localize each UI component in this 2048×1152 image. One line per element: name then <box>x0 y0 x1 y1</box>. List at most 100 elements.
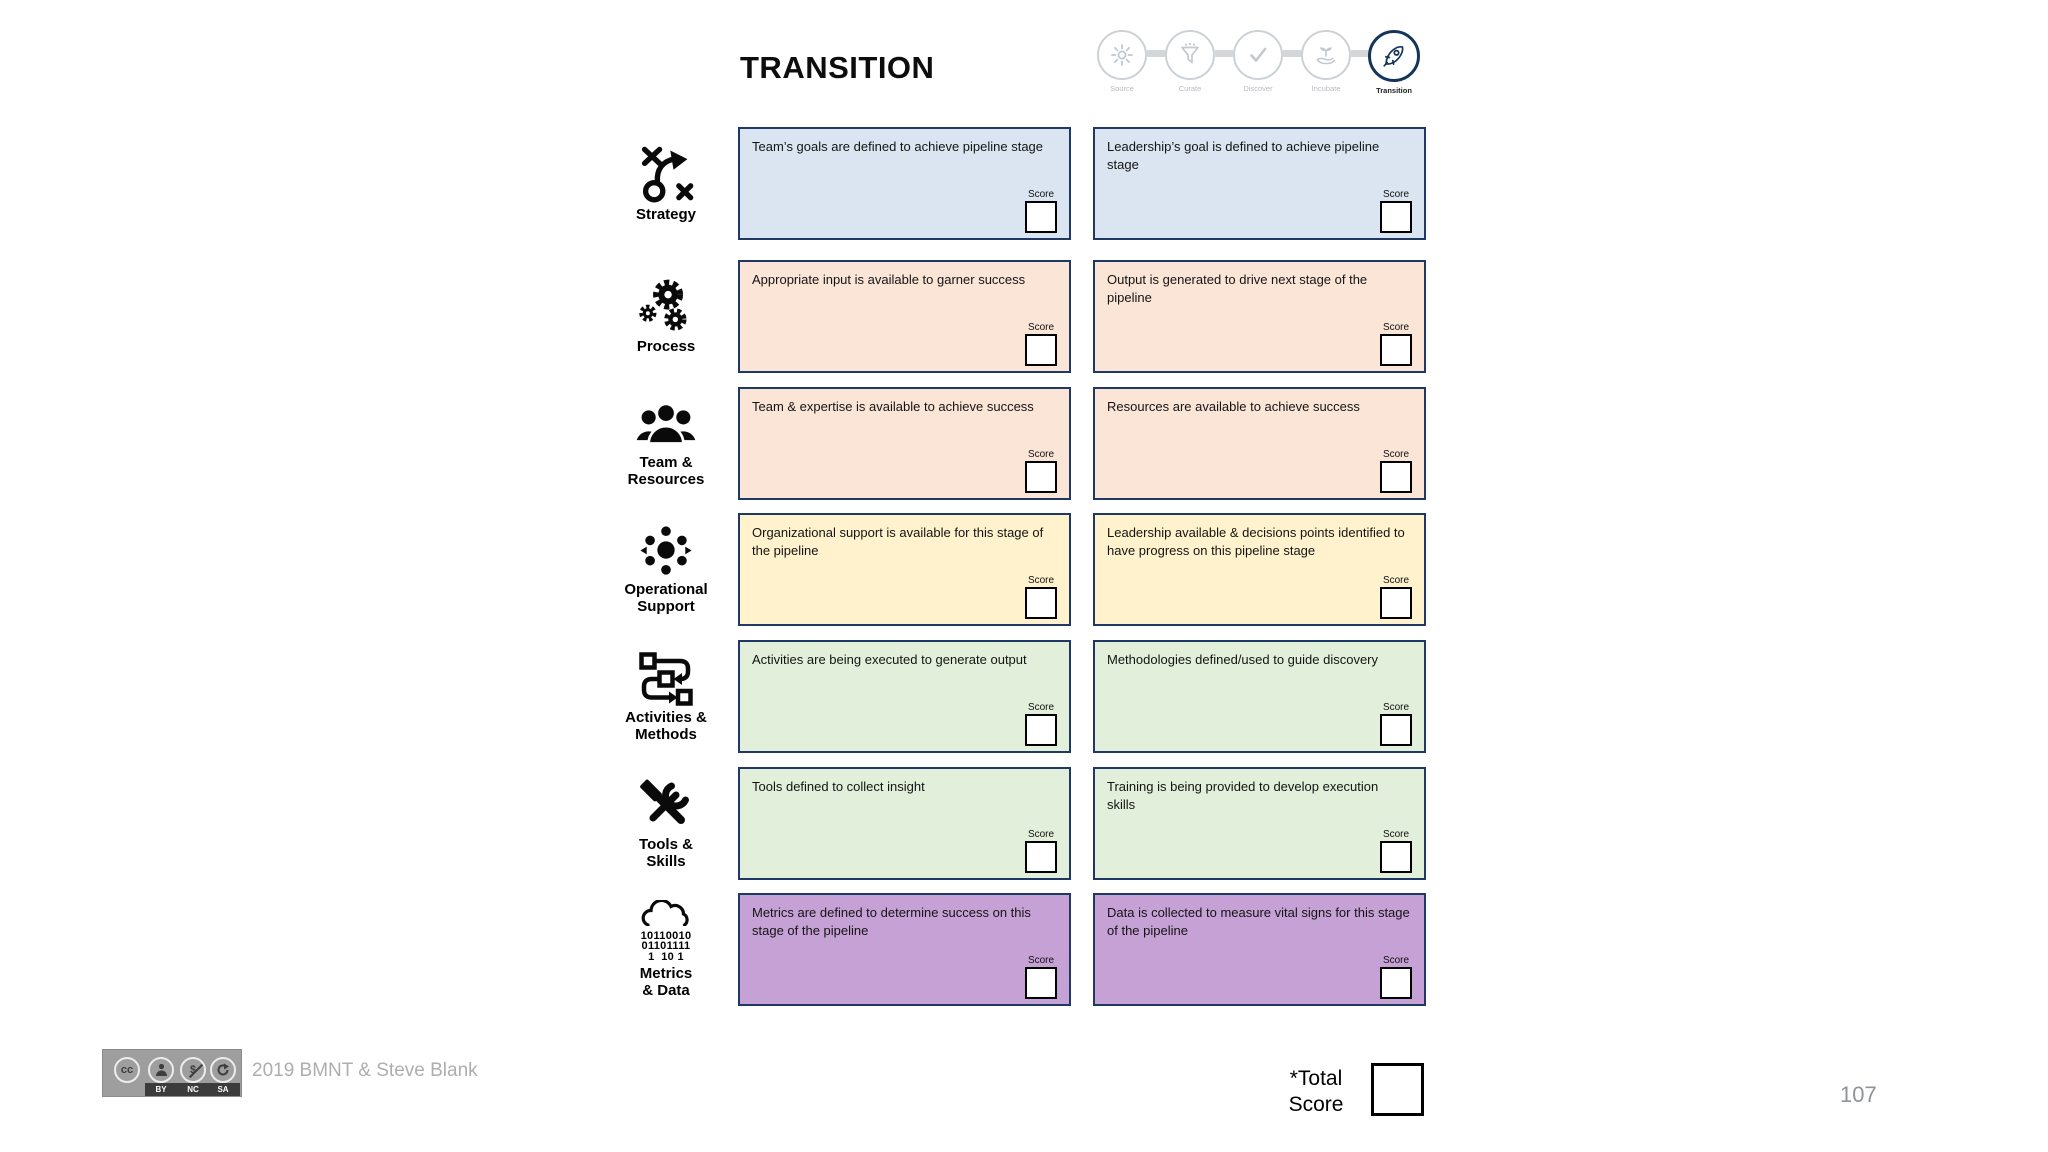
score-field: Score <box>1025 702 1057 746</box>
score-field: Score <box>1025 575 1057 619</box>
pipeline-step-label: Discover <box>1243 84 1273 93</box>
score-field: Score <box>1025 449 1057 493</box>
assessment-row: 10110010 01101111 1 10 1 Metrics & Data … <box>0 893 2048 1006</box>
score-field: Score <box>1380 449 1412 493</box>
card-text: Data is collected to measure vital signs… <box>1107 905 1410 939</box>
score-input-box[interactable] <box>1380 967 1412 999</box>
score-input-box[interactable] <box>1025 201 1057 233</box>
pipeline-step-transition: Transition <box>1364 30 1424 95</box>
cc-by-label: BY <box>155 1085 167 1094</box>
score-label: Score <box>1027 322 1055 333</box>
pipeline-connector <box>1349 50 1371 57</box>
assessment-card: Organizational support is available for … <box>738 513 1071 626</box>
cc-by-person-icon <box>148 1057 174 1083</box>
pipeline-step-label: Curate <box>1178 84 1202 93</box>
pipeline-step-label: Incubate <box>1311 84 1341 93</box>
binary-text: 10110010 <box>640 929 692 942</box>
score-input-box[interactable] <box>1025 714 1057 746</box>
score-input-box[interactable] <box>1025 841 1057 873</box>
activities-flowchart-icon <box>639 652 693 706</box>
assessment-row: Tools & Skills Tools defined to collect … <box>0 767 2048 880</box>
score-input-box[interactable] <box>1380 587 1412 619</box>
card-text: Training is being provided to develop ex… <box>1107 779 1379 813</box>
tools-hammer-wrench-icon <box>640 779 689 824</box>
pipeline-step-label: Source <box>1110 84 1134 93</box>
metrics-data-cloud-icon: 10110010 01101111 1 10 1 <box>637 898 695 963</box>
score-input-box[interactable] <box>1380 461 1412 493</box>
total-score-input-box[interactable] <box>1371 1063 1424 1116</box>
score-input-box[interactable] <box>1025 967 1057 999</box>
cc-license-badge: cc $ BY NC SA <box>102 1049 242 1097</box>
pipeline-step-label: Transition <box>1376 86 1412 95</box>
score-input-box[interactable] <box>1380 334 1412 366</box>
sun-burst-icon <box>1111 44 1133 66</box>
pipeline-step-curate: Curate <box>1160 30 1220 93</box>
discover-step-circle <box>1233 30 1283 80</box>
category-tools-skills: Tools & Skills <box>598 767 734 880</box>
team-people-icon <box>636 402 696 445</box>
assessment-card: Output is generated to drive next stage … <box>1093 260 1426 373</box>
score-input-box[interactable] <box>1025 587 1057 619</box>
score-input-box[interactable] <box>1380 714 1412 746</box>
card-text: Activities are being executed to generat… <box>752 652 1027 667</box>
score-label: Score <box>1382 829 1410 840</box>
category-label: Tools & Skills <box>639 835 693 870</box>
score-input-box[interactable] <box>1025 334 1057 366</box>
score-label: Score <box>1027 449 1055 460</box>
page-number: 107 <box>1840 1082 1877 1107</box>
binary-text: 01101111 <box>641 940 691 952</box>
category-process: Process <box>598 260 734 373</box>
score-label: Score <box>1027 955 1055 966</box>
assessment-row: Process Appropriate input is available t… <box>0 260 2048 373</box>
category-label: Strategy <box>635 206 697 224</box>
score-input-box[interactable] <box>1380 201 1412 233</box>
card-text: Methodologies defined/used to guide disc… <box>1107 652 1379 667</box>
assessment-card: Appropriate input is available to garner… <box>738 260 1071 373</box>
rocket-icon <box>1383 46 1404 67</box>
assessment-card: Team’s goals are defined to achieve pipe… <box>738 127 1071 240</box>
cc-sa-arrow-icon <box>210 1057 236 1083</box>
card-text: Leadership available & decisions points … <box>1107 525 1405 559</box>
score-label: Score <box>1382 449 1410 460</box>
score-input-box[interactable] <box>1025 461 1057 493</box>
total-score-label-line1: *Total <box>1289 1067 1343 1090</box>
operational-support-hub-icon <box>640 526 692 575</box>
assessment-card: Activities are being executed to generat… <box>738 640 1071 753</box>
cc-text: cc <box>120 1064 134 1076</box>
pipeline-step-incubate: Incubate <box>1296 30 1356 93</box>
card-text: Tools defined to collect insight <box>752 779 925 794</box>
dollar-slash: $ <box>189 1064 197 1076</box>
score-field: Score <box>1380 702 1412 746</box>
assessment-card: Methodologies defined/used to guide disc… <box>1093 640 1426 753</box>
score-field: Score <box>1380 322 1412 366</box>
pipeline-step-discover: Discover <box>1228 30 1288 93</box>
strategy-icon <box>641 147 694 203</box>
total-score-label: *Total Score <box>1272 1066 1360 1117</box>
card-text: Metrics are defined to determine success… <box>752 905 1031 939</box>
score-input-box[interactable] <box>1380 841 1412 873</box>
score-label: Score <box>1027 189 1055 200</box>
score-field: Score <box>1025 322 1057 366</box>
assessment-row: Strategy Team’s goals are defined to ach… <box>0 127 2048 240</box>
curate-step-circle <box>1165 30 1215 80</box>
assessment-card: Tools defined to collect insight Score <box>738 767 1071 880</box>
cc-sa-label: SA <box>217 1085 229 1094</box>
category-activities-methods: Activities & Methods <box>598 640 734 753</box>
total-score-label-line2: Score <box>1288 1092 1344 1116</box>
score-label: Score <box>1027 702 1055 713</box>
score-label: Score <box>1382 575 1410 586</box>
score-field: Score <box>1025 189 1057 233</box>
card-text: Output is generated to drive next stage … <box>1107 272 1368 306</box>
card-text: Team & expertise is available to achieve… <box>752 399 1034 414</box>
pipeline-connector <box>1145 50 1167 57</box>
pipeline-tracker: Source Curate Discover Incubate <box>1090 30 1462 104</box>
score-label: Score <box>1382 702 1410 713</box>
assessment-card: Resources are available to achieve succe… <box>1093 387 1426 500</box>
assessment-row: Operational Support Organizational suppo… <box>0 513 2048 626</box>
assessment-row: Activities & Methods Activities are bein… <box>0 640 2048 753</box>
category-team-resources: Team & Resources <box>598 387 734 500</box>
hand-sprout-icon <box>1316 47 1336 65</box>
category-label: Activities & Methods <box>625 708 707 743</box>
page-title: TRANSITION <box>740 50 935 85</box>
